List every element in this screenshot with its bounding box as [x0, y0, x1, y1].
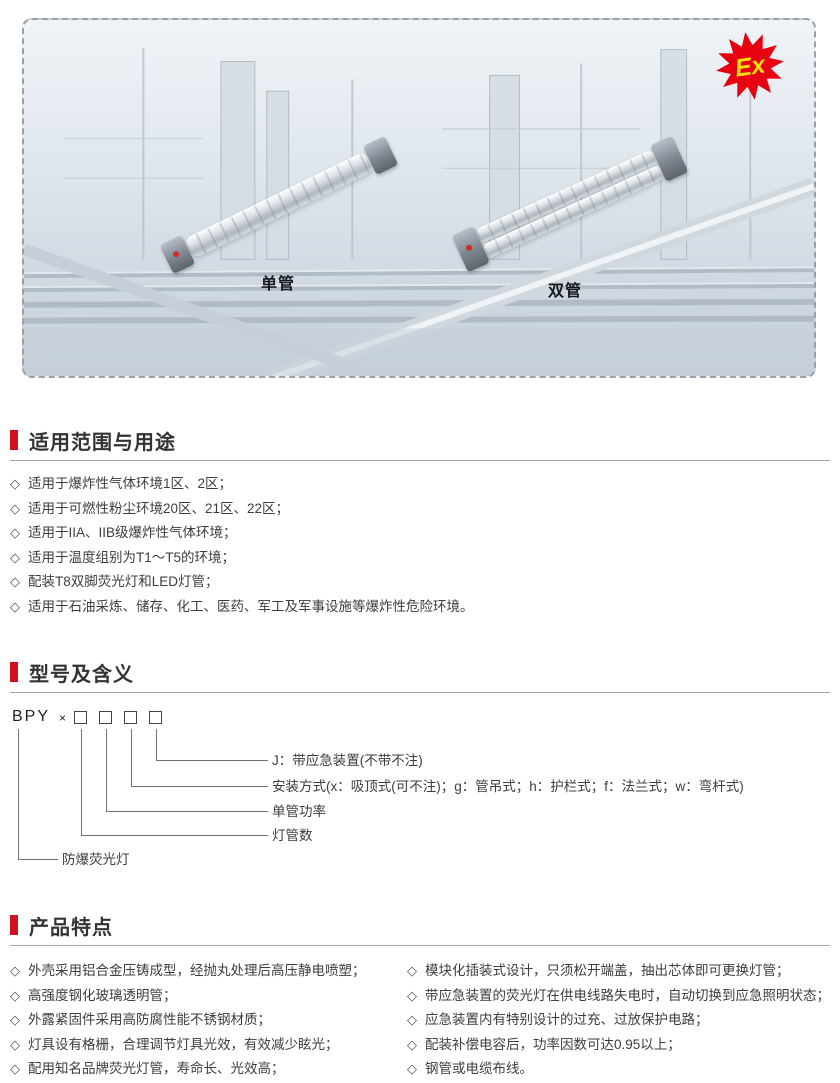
scope-item: ◇ 适用于IIA、IIB级爆炸性气体环境；: [10, 526, 830, 540]
scope-item: ◇ 适用于爆炸性气体环境1区、2区；: [10, 477, 830, 491]
section-title: 产品特点: [29, 916, 113, 939]
scope-item: ◇ 适用于石油采炼、储存、化工、医药、军工及军事设施等爆炸性危险环境。: [10, 598, 830, 614]
features-right-column: ◇ 模块化插装式设计，只须松开端盖，抽出芯体即可更换灯管； ◇ 带应急装置的荧光灯在…: [407, 964, 830, 1083]
single-tube-label: 单管: [261, 276, 296, 293]
feature-item-text: 模块化插装式设计，只须松开端盖，抽出芯体即可更换灯管；: [425, 963, 790, 978]
feature-item: ◇ 带应急装置的荧光灯在供电线路失电时，自动切换到应急照明状态；: [407, 987, 830, 1003]
accent-bar: [10, 915, 18, 935]
section-features: 产品特点 ◇ 外壳采用铝合金压铸成型，经抛丸处理后高压静电喷塑； ◇ 高强度钢化玻璃…: [10, 913, 830, 1083]
section-model-header: 型号及含义: [10, 660, 830, 686]
scope-item: ◇ 配装T8双脚荧光灯和LED灯管；: [10, 575, 830, 589]
scope-item: ◇ 适用于可燃性粉尘环境20区、21区、22区；: [10, 500, 830, 516]
feature-item-text: 高强度钢化玻璃透明管；: [28, 987, 177, 1003]
feature-item: ◇ 配用知名品牌荧光灯管，寿命长、光效高；: [10, 1062, 397, 1076]
feature-item-text: 外壳采用铝合金压铸成型，经抛丸处理后高压静电喷塑；: [28, 963, 366, 978]
section-scope-header: 适用范围与用途: [10, 428, 830, 454]
section-title: 型号及含义: [29, 663, 134, 686]
features-left-column: ◇外壳采用铝合金压铸成型，经抛丸处理后高压静电喷塑； ◇高强度钢化玻璃透明管； …: [10, 964, 397, 1083]
features-grid: ◇外壳采用铝合金压铸成型，经抛丸处理后高压静电喷塑； ◇高强度钢化玻璃透明管； …: [10, 964, 830, 1083]
diamond-bullet-icon: ◇: [10, 963, 20, 978]
section-divider: [10, 460, 830, 461]
section-title: 适用范围与用途: [29, 431, 176, 454]
feature-item: ◇ 高强度钢化玻璃透明管；: [10, 987, 397, 1003]
feature-item-text: 带应急装置的荧光灯在供电线路失电时，自动切换到应急照明状态；: [425, 987, 830, 1003]
ex-star-icon: [716, 32, 784, 100]
feature-item-text: 钢管或电缆布线。: [425, 1061, 533, 1076]
diamond-bullet-icon: ◇: [10, 549, 20, 565]
diamond-bullet-icon: ◇: [10, 598, 20, 614]
feature-item: ◇ 钢管或电缆布线。: [407, 1062, 830, 1076]
hero-image: 单管 双管 Ex: [22, 18, 816, 378]
model-digit-box: [74, 711, 87, 724]
feature-item: ◇ 模块化插装式设计，只须松开端盖，抽出芯体即可更换灯管；: [407, 964, 830, 978]
model-label: 灯管数: [272, 828, 313, 843]
section-model: 型号及含义 BPY × J：带应急装置(不带不注) 安装方式(x：吸顶式(可不注…: [10, 660, 830, 879]
feature-item: ◇ 外壳采用铝合金压铸成型，经抛丸处理后高压静电喷塑；: [10, 964, 397, 978]
diamond-bullet-icon: ◇: [10, 500, 20, 516]
section-divider: [10, 692, 830, 693]
feature-item: ◇ 应急装置内有特别设计的过充、过放保护电路；: [407, 1013, 830, 1027]
model-prefix: BPY: [12, 708, 51, 725]
haze-overlay: [24, 328, 814, 376]
scope-item-list: ◇ 适用于爆炸性气体环境1区、2区； ◇ 适用于可燃性粉尘环境20区、21区、22区…: [10, 477, 830, 614]
feature-item-text: 灯具设有格栅，合理调节灯具光效，有效减少眩光；: [28, 1036, 339, 1052]
model-label: 安装方式(x：吸顶式(可不注)；g：管吊式；h：护栏式；f：法兰式；w：弯杆式): [272, 779, 744, 794]
feature-item-text: 外露紧固件采用高防腐性能不锈钢材质；: [28, 1012, 271, 1027]
double-tube-label: 双管: [548, 283, 583, 300]
model-label: 防爆荧光灯: [62, 852, 130, 867]
ex-badge-text: Ex: [733, 51, 768, 82]
diamond-bullet-icon: ◇: [10, 1061, 20, 1076]
towers: [220, 49, 688, 260]
scope-item-text: 适用于IIA、IIB级爆炸性气体环境；: [28, 525, 237, 540]
model-digit-box: [149, 711, 162, 724]
connector-line: [81, 729, 268, 836]
feature-item: ◇ 灯具设有格栅，合理调节灯具光效，有效减少眩光；: [10, 1036, 397, 1052]
feature-item: ◇ 外露紧固件采用高防腐性能不锈钢材质；: [10, 1013, 397, 1027]
model-digit-box: [99, 711, 112, 724]
accent-bar: [10, 430, 18, 450]
model-label: J：带应急装置(不带不注): [272, 753, 423, 768]
feature-item-text: 配用知名品牌荧光灯管，寿命长、光效高；: [28, 1061, 285, 1076]
feature-item-text: 应急装置内有特别设计的过充、过放保护电路；: [425, 1012, 709, 1027]
diamond-bullet-icon: ◇: [407, 1012, 417, 1027]
feature-item: ◇ 配装补偿电容后，功率因数可达0.95以上；: [407, 1036, 830, 1052]
diamond-bullet-icon: ◇: [407, 1036, 417, 1052]
diamond-bullet-icon: ◇: [10, 1036, 20, 1052]
industrial-background-image: [24, 47, 814, 376]
multiply-sign: ×: [59, 711, 67, 725]
diamond-bullet-icon: ◇: [10, 525, 20, 540]
connector-line: [156, 729, 268, 761]
feature-item-text: 配装补偿电容后，功率因数可达0.95以上；: [425, 1036, 681, 1052]
scope-item-text: 适用于温度组别为T1～T5的环境；: [28, 549, 236, 565]
diamond-bullet-icon: ◇: [10, 574, 20, 589]
connector-line: [131, 729, 268, 787]
scope-item-text: 适用于可燃性粉尘环境20区、21区、22区；: [28, 500, 290, 516]
scope-item-text: 配装T8双脚荧光灯和LED灯管；: [28, 574, 219, 589]
scope-item-text: 适用于石油采炼、储存、化工、医药、军工及军事设施等爆炸性危险环境。: [28, 598, 474, 614]
section-features-header: 产品特点: [10, 913, 830, 939]
model-diagram: BPY × J：带应急装置(不带不注) 安装方式(x：吸顶式(可不注)；g：管吊…: [10, 707, 830, 879]
diamond-bullet-icon: ◇: [10, 1012, 20, 1027]
scope-item-text: 适用于爆炸性气体环境1区、2区；: [28, 476, 233, 491]
diamond-bullet-icon: ◇: [10, 987, 20, 1003]
ex-certification-badge: Ex: [716, 32, 784, 100]
diamond-bullet-icon: ◇: [407, 963, 417, 978]
diamond-bullet-icon: ◇: [10, 476, 20, 491]
section-divider: [10, 945, 830, 946]
model-digit-box: [124, 711, 137, 724]
scope-item: ◇ 适用于温度组别为T1～T5的环境；: [10, 549, 830, 565]
accent-bar: [10, 662, 18, 682]
diamond-bullet-icon: ◇: [407, 1061, 417, 1076]
pipe-highlights: [24, 266, 814, 288]
section-scope: 适用范围与用途 ◇ 适用于爆炸性气体环境1区、2区； ◇ 适用于可燃性粉尘环境20区…: [10, 428, 830, 624]
connector-line: [18, 729, 58, 860]
connector-line: [106, 729, 268, 812]
model-label: 单管功率: [272, 804, 326, 819]
diamond-bullet-icon: ◇: [407, 987, 417, 1003]
